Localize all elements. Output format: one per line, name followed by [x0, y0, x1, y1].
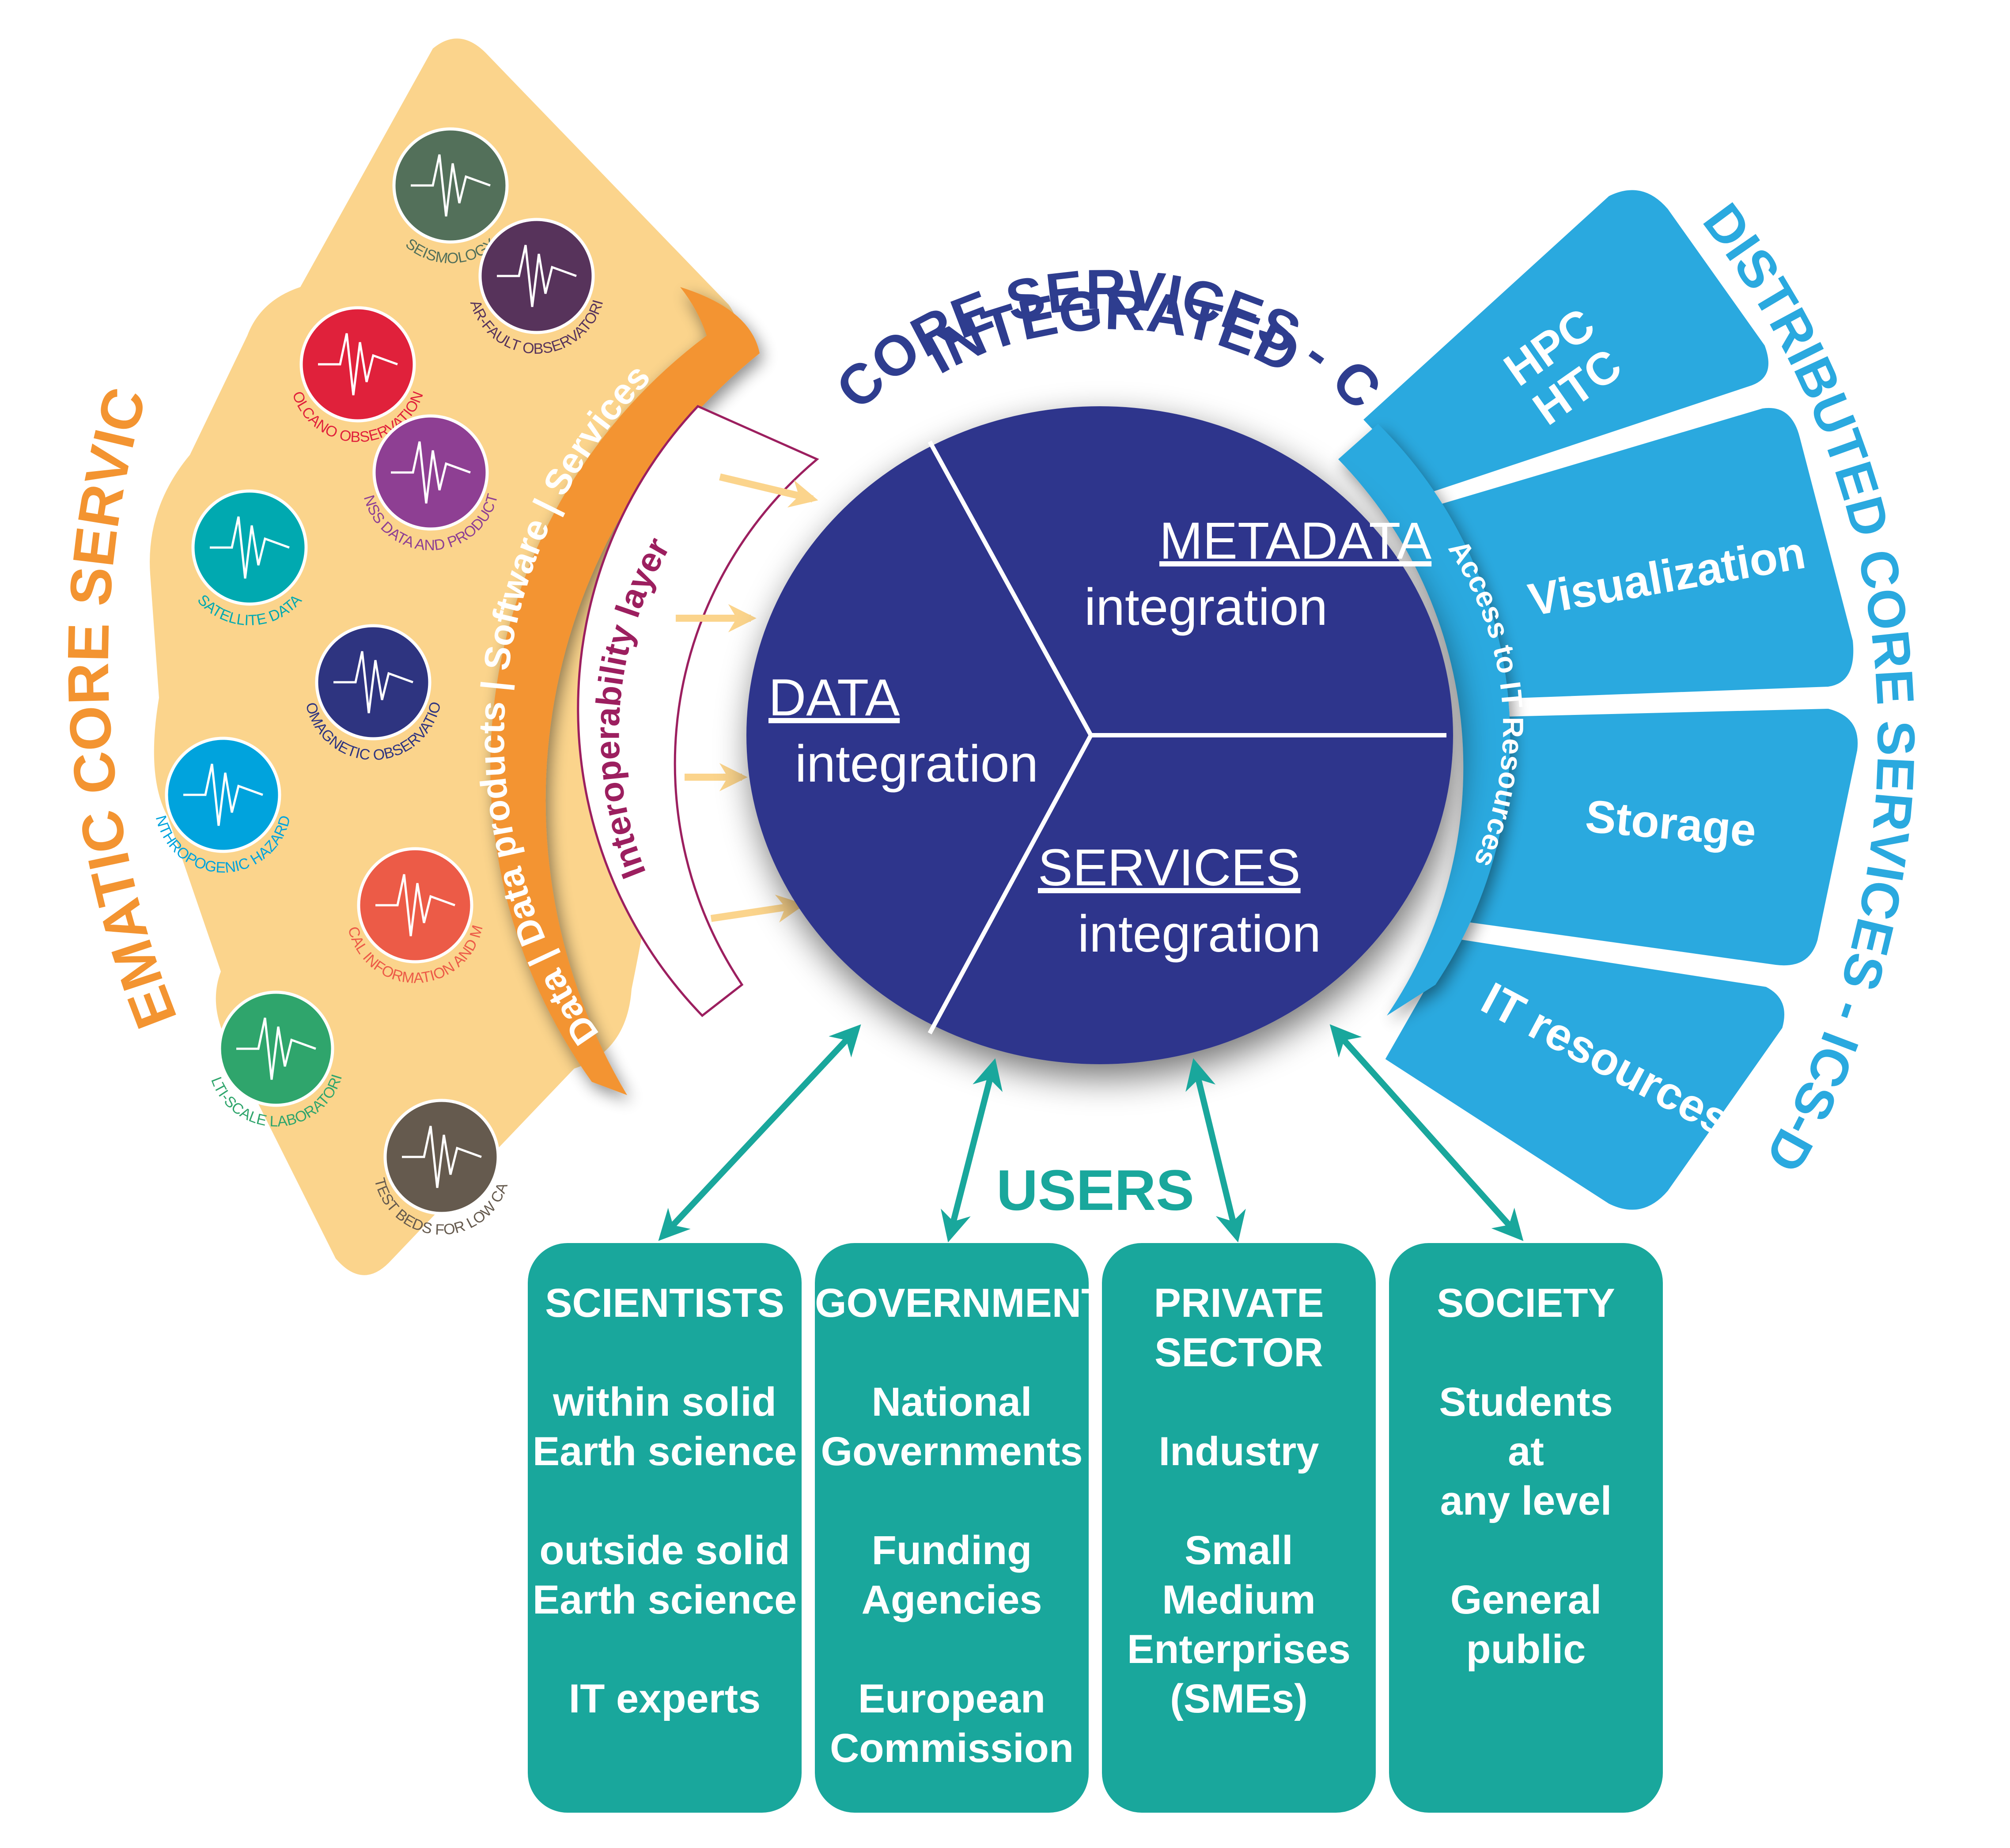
segment-heading: DATA	[768, 669, 900, 727]
segment-divider	[927, 734, 1093, 1035]
globe-orbits-icon-glyph	[391, 441, 471, 504]
resource-panel-shape	[1455, 704, 1862, 970]
user-group-item: General public	[1450, 1577, 1602, 1672]
user-group-title: GOVERNMENTS	[815, 1281, 1133, 1326]
user-group-item: National Governments	[821, 1379, 1083, 1474]
user-group-item: Funding Agencies	[861, 1528, 1042, 1622]
resource-panel-shape	[1357, 185, 1773, 497]
user-group-title: SOCIETY	[1437, 1281, 1615, 1326]
segment-subheading: integration	[795, 735, 1038, 793]
user-group-title: SCIENTISTS	[545, 1281, 784, 1326]
resource-panel-shape	[1433, 403, 1858, 705]
folded-strata-icon-glyph	[375, 874, 455, 937]
segment-divider	[927, 440, 1093, 737]
segment-heading: SERVICES	[1038, 839, 1301, 897]
interoperability-band	[577, 404, 819, 1017]
segment-services[interactable]: SERVICES integration	[1038, 839, 1321, 963]
lab-beakers-icon-glyph	[236, 1017, 316, 1080]
segment-metadata[interactable]: METADATA integration	[1084, 512, 1432, 636]
user-group-item: Industry	[1158, 1429, 1319, 1474]
interop-arrow	[719, 473, 818, 508]
interoperability-layer: Interoperability layer	[577, 404, 819, 1017]
segment-heading: METADATA	[1159, 512, 1432, 570]
integrated-core-services: INTEGRATED CORE SERVICES - C METADATA in…	[746, 258, 1453, 1064]
resource-panel[interactable]: IT resources	[1379, 933, 1789, 1214]
satellite-icon-glyph	[210, 516, 290, 579]
fault-block-icon-glyph	[497, 245, 577, 307]
scientists-arrow	[658, 1024, 861, 1241]
users-connectors: USERS	[658, 1024, 1524, 1243]
user-group-scientists[interactable]: SCIENTISTS within solid Earth science outs…	[528, 1243, 802, 1813]
society-arrow	[1329, 1024, 1524, 1241]
interop-arrow	[710, 894, 805, 923]
resource-panel-shape	[1379, 933, 1789, 1214]
magnetic-field-icon-glyph	[333, 651, 413, 714]
user-group-item: Small Medium Enterprises (SMEs)	[1127, 1528, 1351, 1721]
volcano-icon-glyph	[318, 333, 398, 396]
user-group-title: PRIVATE SECTOR	[1154, 1281, 1324, 1375]
user-group-item: outside solid Earth science	[532, 1528, 797, 1622]
user-group-item: Students at any level	[1439, 1379, 1613, 1523]
resource-panel[interactable]: Storage	[1455, 704, 1862, 970]
borehole-icon-glyph	[402, 1126, 482, 1188]
segment-data[interactable]: DATA integration	[768, 669, 1038, 793]
user-group-item: within solid Earth science	[532, 1379, 797, 1474]
access-ring	[1338, 424, 1510, 1016]
user-group-item: IT experts	[568, 1676, 761, 1721]
data-products-band	[490, 287, 760, 1095]
injection-ripples-icon-glyph	[183, 763, 263, 826]
users-title: USERS	[996, 1158, 1194, 1222]
thematic-background	[150, 38, 736, 1275]
resource-panel[interactable]: Visualization	[1433, 403, 1858, 705]
segment-subheading: integration	[1078, 905, 1321, 963]
segment-subheading: integration	[1084, 578, 1328, 636]
user-group-item: European Commission	[829, 1676, 1074, 1771]
domain-badge[interactable]: SEISMOLOGY	[384, 127, 517, 267]
private-sector-arrow	[1185, 1058, 1246, 1243]
governments-arrow	[941, 1058, 1003, 1243]
seismogram-icon-glyph	[411, 154, 491, 217]
